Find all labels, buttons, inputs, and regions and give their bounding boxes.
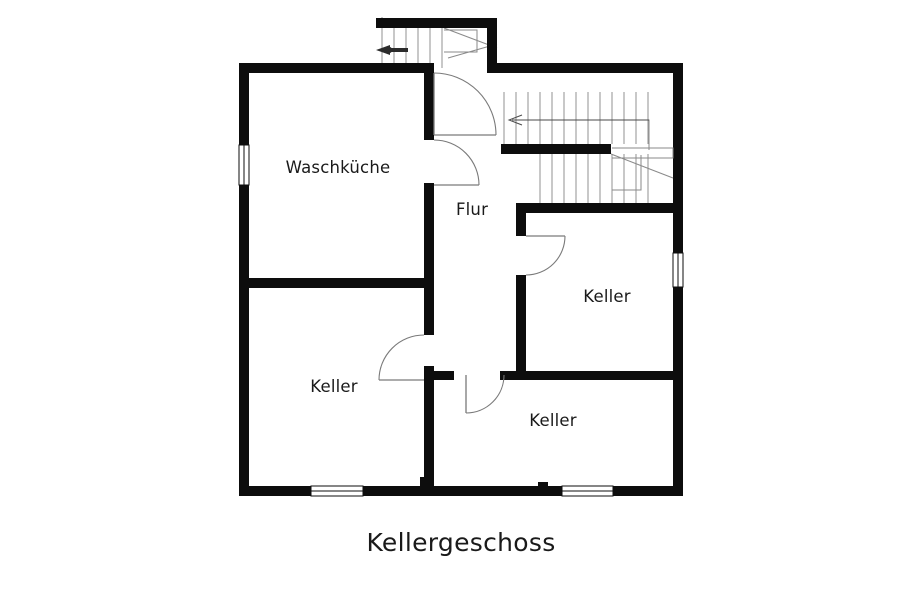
- window-left-waschkueche: [238, 144, 250, 186]
- window-bottom-left-keller: [310, 485, 364, 497]
- window-bottom-right-keller: [561, 485, 614, 497]
- window-right-keller: [672, 252, 684, 288]
- wall-structure: [239, 18, 683, 496]
- room-label-keller-bottom: Keller: [529, 411, 576, 430]
- stair-direction-arrow-exterior: [376, 45, 408, 55]
- room-label-group: Waschküche Flur Keller Keller Keller: [286, 158, 631, 430]
- door-keller-bottom: [465, 374, 505, 414]
- room-label-waschkueche: Waschküche: [286, 158, 391, 177]
- door-waschkueche: [433, 139, 480, 186]
- room-label-flur: Flur: [456, 200, 488, 219]
- exterior-entry-stair: [376, 17, 498, 68]
- stair-direction-arrow-interior: [507, 114, 649, 126]
- door-entry-flur: [433, 72, 497, 136]
- window-group: [238, 144, 684, 497]
- door-group: [378, 72, 566, 414]
- room-label-keller-right-upper: Keller: [583, 287, 630, 306]
- room-label-keller-left-lower: Keller: [310, 377, 357, 396]
- plan-title: Kellergeschoss: [366, 528, 555, 557]
- door-keller-right-upper: [525, 235, 566, 276]
- interior-staircase: [503, 92, 674, 203]
- door-keller-left-lower: [378, 334, 425, 381]
